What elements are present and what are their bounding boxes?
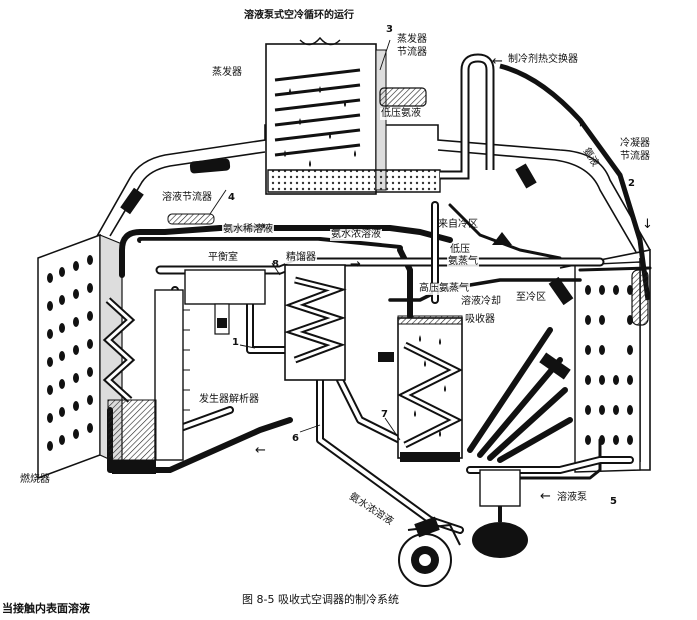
flow-arrow-weak-solution: → (255, 219, 266, 234)
flow-arrow-vapor: → (350, 257, 361, 272)
label-refrigerant-heat-exchanger: 制冷剂热交换器 (508, 54, 578, 65)
label-generator-analyzer: 发生器解析器 (198, 394, 260, 406)
label-evaporator: 蒸发器 (212, 67, 242, 78)
label-number-6: 6 (292, 433, 299, 444)
label-evap-throttle-line2: 节流器 (397, 47, 427, 58)
label-burner: 燃烧器 (20, 474, 50, 485)
left-fin-block (37, 233, 123, 480)
label-solution-throttle: 溶液节流器 (162, 192, 212, 203)
cooling-fins (120, 163, 574, 380)
label-number-8: 8 (272, 259, 279, 270)
condenser-throttle (631, 269, 649, 326)
right-fin-block (574, 261, 641, 473)
label-low-pressure-vapor-line2: 氨蒸气 (447, 256, 479, 268)
label-absorber: 吸收器 (464, 314, 496, 326)
label-number-5: 5 (610, 496, 617, 507)
figure-caption: 图 8-5 吸收式空调器的制冷系统 (242, 593, 399, 606)
generator-analyzer (102, 289, 190, 474)
label-weak-solution: 氨水稀溶液 (222, 224, 274, 236)
evaporator-unit (265, 36, 441, 195)
label-low-pressure-vapor-line1: 低压 (449, 244, 471, 256)
label-evap-throttle-line1: 蒸发器 (397, 34, 427, 45)
refrigerant-heat-exchanger (440, 53, 651, 301)
label-balance-chamber: 平衡室 (207, 252, 239, 264)
rectifier (284, 264, 347, 381)
flow-arrow-pump: ← (540, 489, 551, 504)
label-number-4: 4 (228, 192, 235, 203)
label-from-cold-zone: 来自冷区 (438, 219, 478, 230)
main-piping (107, 203, 652, 480)
balance-chamber (184, 269, 266, 335)
label-solution-cooling: 溶液冷却 (460, 296, 502, 308)
label-condenser-throttle-line2: 节流器 (620, 151, 650, 162)
small-valves (167, 158, 512, 362)
label-strong-solution-top: 氨水浓溶液 (330, 229, 382, 241)
solution-cooling-coils (467, 327, 573, 463)
solution-pump-assembly (398, 469, 528, 587)
leader-lines (209, 39, 401, 441)
absorber (397, 315, 463, 462)
label-number-1: 1 (232, 337, 239, 348)
flow-arrow-ammonia: ↖ (578, 119, 589, 134)
label-number-2: 2 (628, 178, 635, 189)
label-high-pressure-vapor: 高压氨蒸气 (418, 283, 470, 295)
label-low-pressure-ammonia-liquid: 低压氨液 (380, 108, 422, 120)
label-condenser-throttle-line1: 冷凝器 (620, 138, 650, 149)
flow-arrow-generator-return: ← (255, 443, 266, 458)
flow-arrow-hx: ← (492, 54, 503, 69)
footer-text-fragment: 当接触内表面溶液 (2, 602, 90, 615)
label-solution-pump: 溶液泵 (557, 492, 587, 503)
flow-arrow-condenser: ↓ (642, 217, 653, 232)
label-rectifier: 精馏器 (285, 252, 317, 264)
label-number-3: 3 (386, 24, 393, 35)
label-to-cold-zone: 至冷区 (515, 292, 547, 304)
label-number-7: 7 (381, 409, 388, 420)
diagram-title: 溶液泵式空冷循环的运行 (244, 10, 354, 21)
